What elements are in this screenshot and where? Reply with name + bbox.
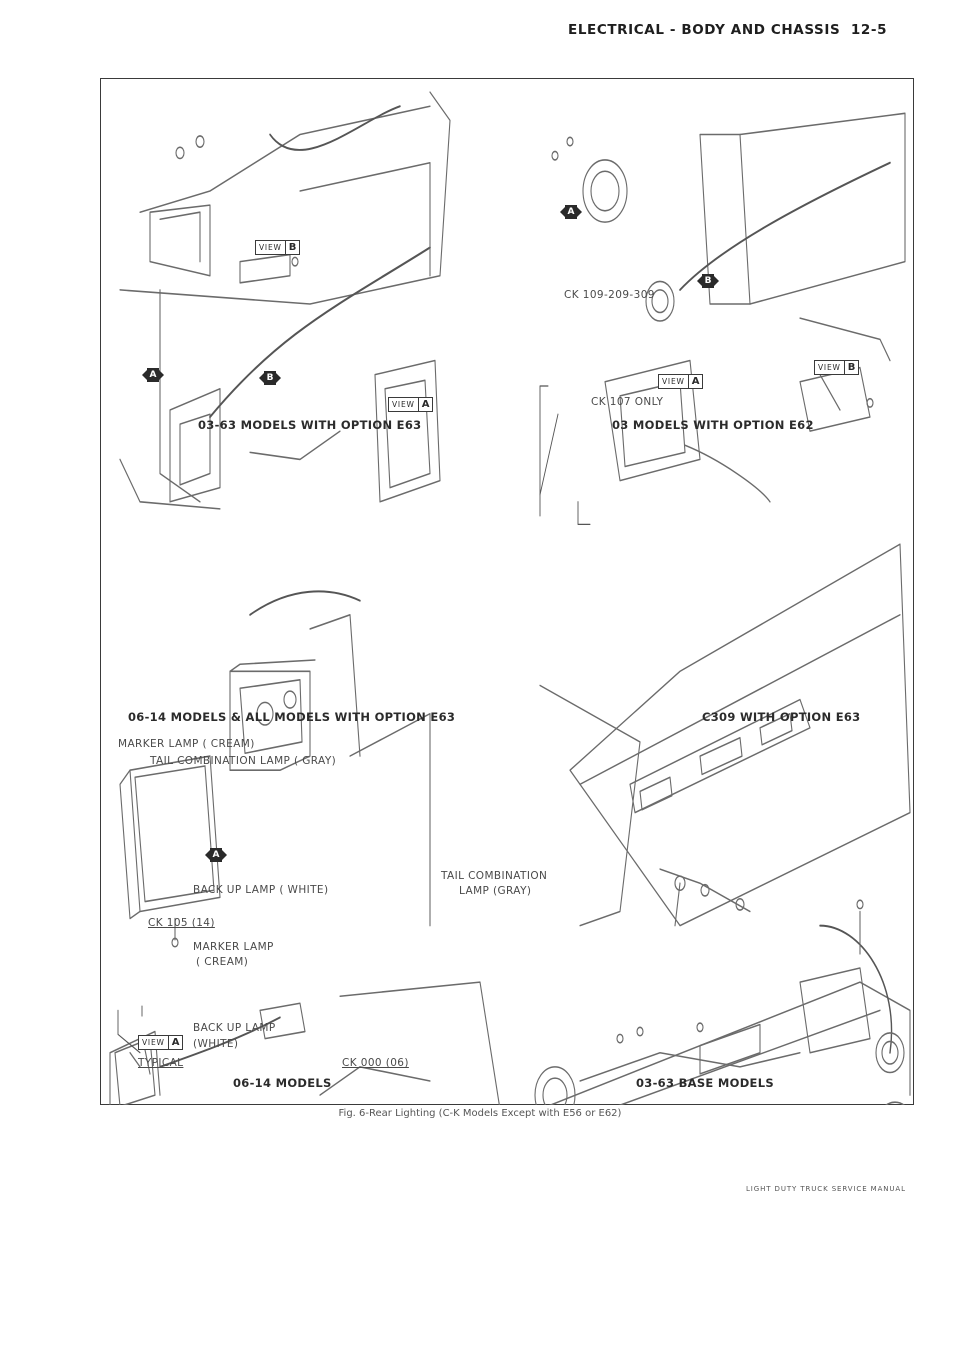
caption-p3: 06-14 MODELS & ALL MODELS WITH OPTION E6…: [128, 710, 456, 724]
panel6-illustration: [534, 899, 911, 1105]
label-typical: TYPICAL: [138, 1057, 184, 1069]
figure-frame: [100, 78, 914, 1105]
arrow-letter: B: [702, 274, 714, 288]
view-letter: A: [167, 1036, 183, 1049]
label-ck107: CK 107 ONLY: [591, 396, 664, 408]
view-arrow-a-p2: A: [560, 203, 582, 221]
panel4-illustration: [539, 543, 911, 927]
arrow-letter: A: [210, 848, 222, 862]
caption-p1: 03-63 MODELS WITH OPTION E63: [198, 418, 422, 432]
panel2-illustration: [551, 112, 906, 503]
label-ck109: CK 109-209-309: [564, 289, 655, 301]
arrow-letter: A: [147, 368, 159, 382]
caption-p5: 06-14 MODELS: [233, 1076, 332, 1090]
leader-lines: [117, 385, 591, 1054]
caption-p4: C309 WITH OPTION E63: [702, 710, 861, 724]
label-marker-lamp-2-line1: MARKER LAMP: [193, 941, 274, 953]
footer-manual-title: LIGHT DUTY TRUCK SERVICE MANUAL: [746, 1185, 906, 1193]
view-arrow-b-p2: B: [697, 272, 719, 290]
view-letter: B: [843, 361, 859, 374]
caption-p2: 03 MODELS WITH OPTION E62: [612, 418, 814, 432]
label-tail-combination-right-1: TAIL COMBINATION: [441, 870, 548, 882]
label-backup-lamp-2-line1: BACK UP LAMP: [193, 1022, 276, 1034]
label-ck105: CK 105 (14): [148, 917, 215, 929]
view-word: VIEW: [142, 1038, 165, 1047]
view-word: VIEW: [662, 377, 685, 386]
label-backup-lamp-top: BACK UP LAMP ( WHITE): [193, 884, 329, 896]
section-title: ELECTRICAL - BODY AND CHASSIS: [568, 22, 841, 38]
arrow-letter: B: [264, 371, 276, 385]
view-letter: A: [417, 398, 433, 411]
caption-p6: 03-63 BASE MODELS: [636, 1076, 774, 1090]
view-word: VIEW: [818, 363, 841, 372]
panel5-illustration: [109, 981, 500, 1105]
label-marker-lamp-top: MARKER LAMP ( CREAM): [118, 738, 255, 750]
label-backup-lamp-2-line2: (WHITE): [193, 1038, 239, 1050]
view-word: VIEW: [392, 400, 415, 409]
label-marker-lamp-2-line2: ( CREAM): [196, 956, 249, 968]
view-letter: B: [284, 241, 300, 254]
view-arrow-b-p1: B: [259, 369, 281, 387]
page-number: 12-5: [850, 22, 888, 38]
figure-caption: Fig. 6-Rear Lighting (C-K Models Except …: [338, 1108, 622, 1119]
label-tail-combination-top: TAIL COMBINATION LAMP ( GRAY): [150, 755, 337, 767]
page-header: ELECTRICAL - BODY AND CHASSIS 12-5: [568, 22, 887, 38]
view-letter: A: [687, 375, 703, 388]
arrow-letter: A: [565, 205, 577, 219]
panel3-illustration: [119, 590, 431, 948]
view-arrow-a-p5: A: [205, 846, 227, 864]
view-arrow-a-p1: A: [142, 366, 164, 384]
figure-illustration: [109, 91, 911, 1105]
label-ck000: CK 000 (06): [342, 1057, 409, 1069]
view-word: VIEW: [259, 243, 282, 252]
panel1-illustration: [119, 91, 451, 510]
label-tail-combination-right-2: LAMP (GRAY): [459, 885, 532, 897]
